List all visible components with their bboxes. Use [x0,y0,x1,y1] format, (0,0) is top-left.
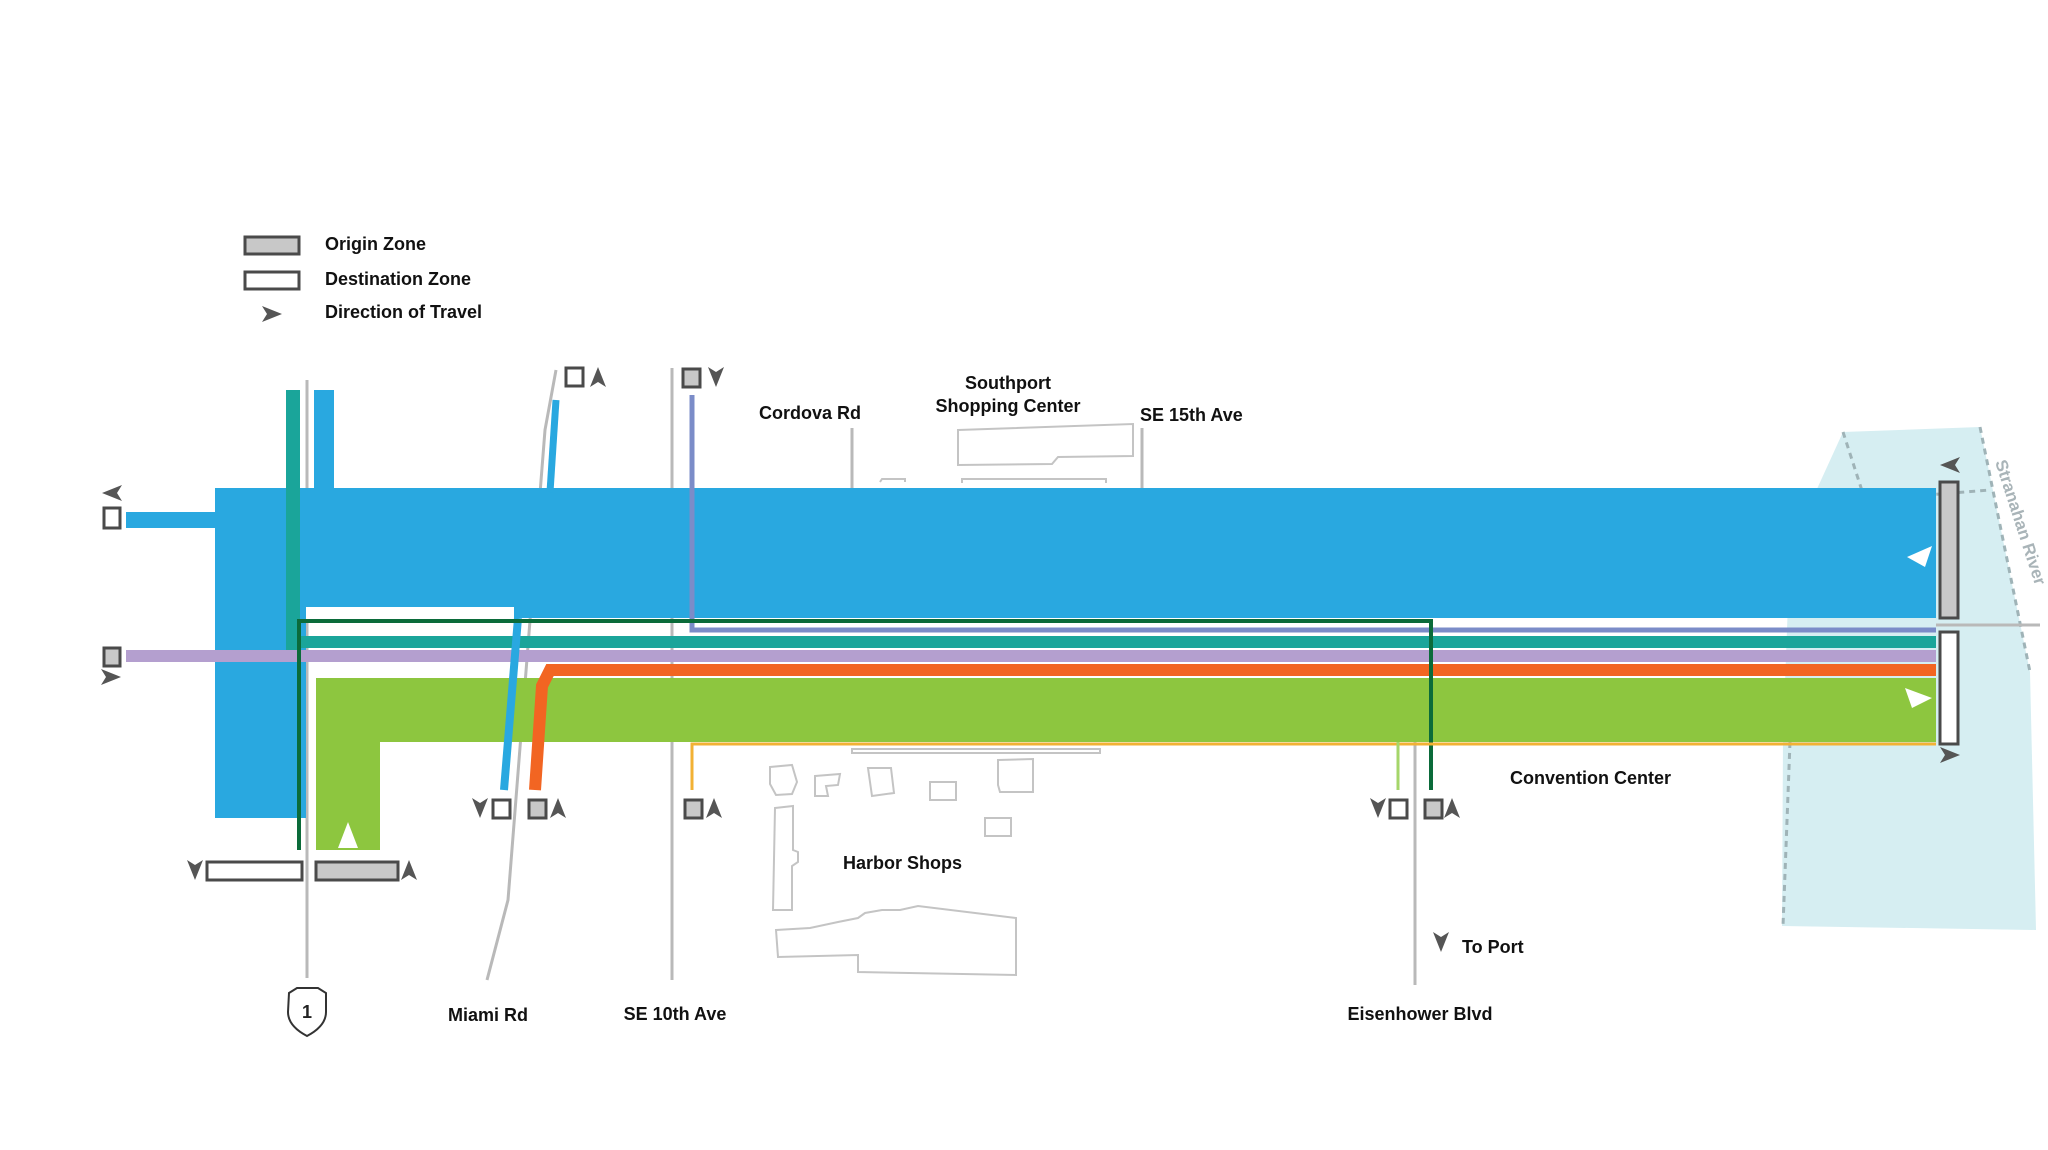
building-outline [929,781,957,801]
building-outline [769,763,799,797]
dark-green-flow-line [297,619,1433,850]
origin-zone-miami-south [527,798,548,820]
origin-zone-east [1938,480,1960,620]
blue-flow-band [126,488,1936,818]
destination-zone-west [102,506,122,530]
direction-arrow-icon [550,798,566,818]
harbor-shops-building [771,804,799,911]
blue-flow-north [546,399,560,493]
buildings [769,422,1134,977]
direction-arrow-icon [1907,546,1932,567]
zones [102,235,1960,882]
destination-zone-miami-south [491,798,512,820]
band-gap [306,607,514,621]
destination-zone-us1 [205,860,304,882]
label-se-10th-ave: SE 10th Ave [624,1004,727,1024]
label-harbor-shops: Harbor Shops [843,853,962,873]
destination-zone-miami-north [564,366,585,388]
direction-arrow-icon [401,860,417,880]
origin-zone-west [102,646,122,668]
legend-direction-of-travel: Direction of Travel [325,302,482,322]
miami-rd-road [485,369,558,981]
building-outline [984,817,1012,837]
direction-arrow-icon [248,826,268,850]
label-se-15th-ave: SE 15th Ave [1140,405,1243,425]
building-outline [879,478,906,483]
band-arrows [248,546,1932,850]
direction-arrow-icon [338,822,358,848]
label-convention-center: Convention Center [1510,768,1671,788]
label-southport-line1: Southport [965,373,1051,393]
direction-arrow-icon [708,367,724,387]
direction-arrow-icon [1433,932,1449,952]
teal-flow-band [300,636,1936,648]
destination-zone-east [1938,630,1960,746]
teal-flow-vertical [286,390,300,660]
direction-arrow-icon [706,798,722,818]
blue-flow-stub [314,390,334,490]
building-outline [814,772,842,797]
origin-zone-10th-north [681,367,702,389]
direction-arrow-icon [1905,688,1932,708]
origin-zone-eisenhower [1423,798,1444,820]
label-to-port: To Port [1462,937,1524,957]
building-outline [961,478,1107,483]
blue-flow-south [500,617,522,791]
direction-arrow-icon [101,669,121,685]
river-bank-line [1978,426,2032,673]
periwinkle-flow-line [689,395,1936,633]
flow-bands [126,390,1936,850]
origin-zone-us1 [314,860,400,882]
river-bank-line [1781,741,1792,927]
building-outline [866,767,896,798]
origin-zone-icon [243,235,301,256]
direction-arrow-icon [472,798,488,818]
label-southport-line2: Shopping Center [936,396,1081,416]
southport-building [957,422,1134,467]
roads [305,368,2040,985]
lavender-flow-band [126,650,1936,662]
direction-arrow-icon [590,367,606,387]
destination-zone-icon [243,270,301,291]
building-outline [997,757,1034,793]
direction-arrow-icon [262,306,282,322]
legend-destination-zone: Destination Zone [325,269,471,289]
label-cordova-rd: Cordova Rd [759,403,861,423]
orange-flow-band [529,664,1936,791]
legend-origin-zone: Origin Zone [325,234,426,254]
building-outline [851,748,1101,754]
direction-arrow-icon [1444,798,1460,818]
label-eisenhower-blvd: Eisenhower Blvd [1347,1004,1492,1024]
direction-arrow-icon [1370,798,1386,818]
direction-arrow-icon [187,860,203,880]
us1-shield-icon: 1 [286,987,327,1038]
origin-zone-10th-south [683,798,704,820]
destination-zone-eisenhower [1388,798,1409,820]
direction-arrow-icon [102,485,122,501]
us1-shield-number: 1 [302,1002,312,1022]
harbor-shops-building [774,904,1017,977]
label-miami-rd: Miami Rd [448,1005,528,1025]
yellow-flow-line [690,742,1936,790]
green-flow-band [316,678,1936,850]
